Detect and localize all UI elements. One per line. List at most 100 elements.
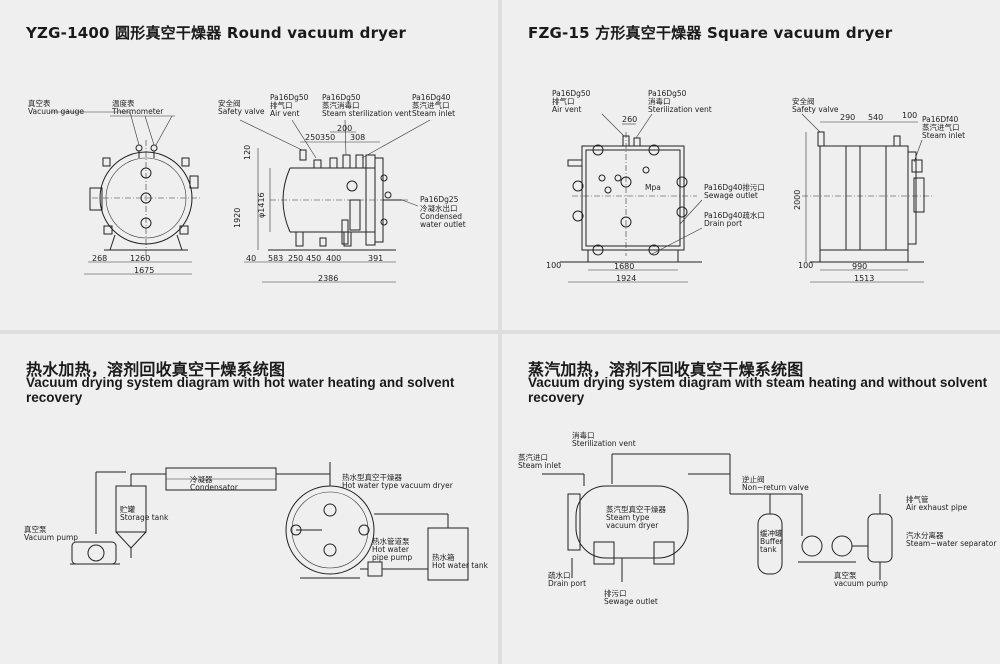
sq-dim-100b: 100 xyxy=(902,111,917,120)
steam-inlet-label-zh: 蒸汽进气口 xyxy=(412,100,450,110)
check-valve-label-zh: 逆止阀 xyxy=(742,474,765,484)
st-steam-inlet-label-en: Steam inlet xyxy=(518,461,561,470)
dim-391: 391 xyxy=(368,254,383,263)
hot-water-system-panel: 热水加热，溶剂回收真空干燥系统图 Vacuum drying system di… xyxy=(0,334,498,664)
sq-sterilization-label-zh: 消毒口 xyxy=(648,96,671,106)
separator-label-en: Steam−water separator xyxy=(906,539,997,548)
sq-dim-540: 540 xyxy=(868,113,883,122)
vacuum-gauge-label-zh: 真空表 xyxy=(28,98,51,108)
mpa-label: Mpa xyxy=(645,183,661,192)
condensed-label-zh: 冷凝水出口 xyxy=(420,203,458,213)
st-pump-label-en: vacuum pump xyxy=(834,579,888,588)
sq-dim-2000: 2000 xyxy=(793,190,802,210)
sq-steam-inlet-label-en: Steam inlet xyxy=(922,131,965,140)
sq-dim-260: 260 xyxy=(622,115,637,124)
sq-dim-1924: 1924 xyxy=(616,274,636,283)
thermometer-label-zh: 温度表 xyxy=(112,98,135,108)
sq-safety-valve-label-zh: 安全阀 xyxy=(792,96,815,106)
round-dryer-title: YZG-1400 圆形真空干燥器 Round vacuum dryer xyxy=(26,24,407,42)
dim-1920: 1920 xyxy=(233,208,242,228)
sq-dim-100: 100 xyxy=(546,261,561,270)
steam-title-zh: 蒸汽加热，溶剂不回收真空干燥系统图 xyxy=(528,360,804,379)
st-drain-label-en: Drain port xyxy=(548,579,586,588)
dim-250: 250 xyxy=(305,133,320,142)
square-dryer-title: FZG-15 方形真空干燥器 Square vacuum dryer xyxy=(528,24,893,42)
dim-1416: φ1416 xyxy=(257,192,266,218)
hot-water-tank-label-en: Hot water tank xyxy=(432,561,489,570)
steam-inlet-code: Pa16Dg40 xyxy=(412,93,451,102)
air-vent-label-zh: 排气口 xyxy=(270,100,293,110)
sterilization-label-zh: 蒸汽消毒口 xyxy=(322,100,360,110)
sq-dim-100c: 100 xyxy=(798,261,813,270)
condensor-label-en: Condensator xyxy=(190,483,239,492)
exhaust-label-en: Air exhaust pipe xyxy=(906,503,968,512)
condensed-code: Pa16Dg25 xyxy=(420,195,459,204)
steam-dryer-shape xyxy=(575,485,689,559)
st-sterilization-label-en: Sterilization vent xyxy=(572,439,636,448)
dim-200: 200 xyxy=(337,124,352,133)
hot-water-title-zh: 热水加热，溶剂回收真空干燥系统图 xyxy=(26,360,286,379)
steam-system-panel: 蒸汽加热，溶剂不回收真空干燥系统图 Vacuum drying system d… xyxy=(502,334,1000,664)
dim-120: 120 xyxy=(243,145,252,160)
st-steam-inlet-label-zh: 蒸汽进口 xyxy=(518,452,548,462)
vacuum-pump-label-en: Vacuum pump xyxy=(24,533,78,542)
vacuum-pump-label-zh: 真空泵 xyxy=(24,524,47,534)
condensed-label-en1: Condensed xyxy=(420,212,462,221)
st-dryer-label-en1: Steam type xyxy=(606,513,650,522)
dim-268: 268 xyxy=(92,254,107,263)
dim-1675: 1675 xyxy=(134,266,154,275)
sq-safety-valve-label-en: Safety valve xyxy=(792,105,839,114)
st-sterilization-label-zh: 消毒口 xyxy=(572,430,595,440)
sterilization-label-en: Steam sterilization vent xyxy=(322,109,411,118)
st-vacuum-pump-shape xyxy=(801,535,823,557)
hw-dryer-label-zh: 热水型真空干燥器 xyxy=(342,472,402,482)
square-dryer-front-body xyxy=(585,149,681,247)
round-dryer-drawing: 真空表 Vacuum gauge 温度表 Thermometer 268 126… xyxy=(28,93,466,283)
pipe-pump-label-en2: pipe pump xyxy=(372,553,412,562)
separator-shape xyxy=(867,513,893,563)
steam-title-en: Vacuum drying system diagram with steam … xyxy=(528,375,988,405)
st-dryer-label-zh: 蒸汽型真空干燥器 xyxy=(606,504,666,514)
exhaust-label-zh: 排气管 xyxy=(906,494,929,504)
dim-1260: 1260 xyxy=(130,254,150,263)
sq-air-vent-label-en: Air vent xyxy=(552,105,581,114)
separator-label-zh: 汽水分离器 xyxy=(906,530,944,540)
pipe-pump-label-en1: Hot water xyxy=(372,545,410,554)
sq-steam-inlet-code: Pa16Df40 xyxy=(922,115,959,124)
hot-water-tank-label-zh: 热水箱 xyxy=(432,552,455,562)
condensed-label-en2: water outlet xyxy=(420,220,466,229)
square-dryer-panel: FZG-15 方形真空干燥器 Square vacuum dryer Mpa xyxy=(502,0,1000,330)
sq-dim-1680: 1680 xyxy=(614,262,634,271)
st-pump-label-zh: 真空泵 xyxy=(834,570,857,580)
hw-dryer-label-en: Hot water type vacuum dryer xyxy=(342,481,454,490)
safety-valve-label-en: Safety valve xyxy=(218,107,265,116)
dim-2386: 2386 xyxy=(318,274,338,283)
check-valve-label-en: Non−return valve xyxy=(742,483,809,492)
sewage-label-en: Sewage outlet xyxy=(704,191,758,200)
sq-sterilization-code: Pa16Dg50 xyxy=(648,89,687,98)
steam-diagram: 消毒口 Sterilization vent 蒸汽进口 Steam inlet … xyxy=(518,430,997,606)
st-sewage-label-en: Sewage outlet xyxy=(604,597,658,606)
buffer-label-en2: tank xyxy=(760,545,777,554)
sq-air-vent-code: Pa16Dg50 xyxy=(552,89,591,98)
round-dryer-panel: YZG-1400 圆形真空干燥器 Round vacuum dryer xyxy=(0,0,498,330)
sq-dim-1513: 1513 xyxy=(854,274,874,283)
dim-250b: 250 xyxy=(288,254,303,263)
st-drain-label-zh: 疏水口 xyxy=(548,570,571,580)
condensor-label-zh: 冷凝器 xyxy=(190,474,213,484)
air-vent-code: Pa16Dg50 xyxy=(270,93,309,102)
buffer-label-en1: Buffer xyxy=(760,537,784,546)
hot-water-title-en: Vacuum drying system diagram with hot wa… xyxy=(26,375,455,405)
drain-code: Pa16Dg40疏水口 xyxy=(704,210,765,220)
dim-40: 40 xyxy=(246,254,256,263)
sewage-code: Pa16Dg40排污口 xyxy=(704,182,765,192)
steam-inlet-label-en: Steam inlet xyxy=(412,109,455,118)
dim-583: 583 xyxy=(268,254,283,263)
sq-dim-290: 290 xyxy=(840,113,855,122)
st-dryer-label-en2: vacuum dryer xyxy=(606,521,659,530)
sq-dim-990: 990 xyxy=(852,262,867,271)
thermometer-label-en: Thermometer xyxy=(111,107,164,116)
sq-steam-inlet-label-zh: 蒸汽进气口 xyxy=(922,122,960,132)
storage-tank-label-zh: 贮罐 xyxy=(120,504,135,514)
